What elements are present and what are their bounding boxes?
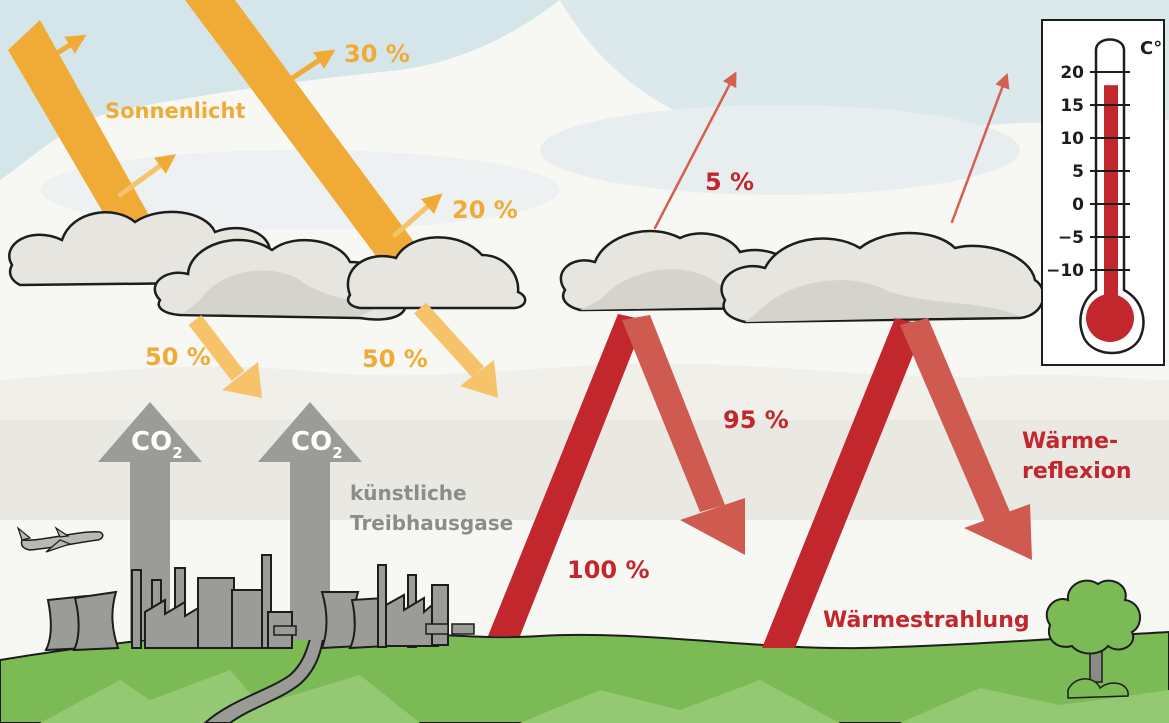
- sunlight-label: Sonnenlicht: [105, 99, 245, 123]
- thermometer-unit: C°: [1140, 38, 1162, 59]
- artificial-gases-label-1: künstliche: [350, 481, 467, 505]
- thermometer-tick-label: 5: [1072, 162, 1084, 182]
- truck-icon: [273, 623, 475, 636]
- cloud-shadow: [745, 280, 1020, 322]
- haze-cloud: [540, 105, 1020, 195]
- co2-label-right: CO2: [291, 427, 343, 462]
- tree-icon: [1045, 579, 1141, 699]
- thermometer-tick-label: 0: [1072, 195, 1084, 215]
- heat-reflection-down-right: [900, 318, 1010, 522]
- thermometer-tick-label: −5: [1058, 228, 1084, 248]
- escape-arrow-5: [653, 71, 737, 230]
- thermometer-tick-label: 10: [1060, 129, 1084, 149]
- thermometer-icon: [1041, 19, 1165, 366]
- airplane-icon: [16, 526, 104, 553]
- thermometer-tick-label: 20: [1060, 63, 1084, 83]
- factory-icon: [44, 554, 449, 652]
- co2-arrow-left: [98, 402, 202, 640]
- heat-reflection-label-1: Wärme-: [1022, 429, 1118, 454]
- reflection-arrow-30: [282, 49, 336, 86]
- absorbed-left-label: 50 %: [145, 343, 211, 371]
- arrow-head: [222, 362, 262, 398]
- thermometer-tick-label: −10: [1046, 261, 1084, 281]
- arrow-head: [680, 498, 745, 555]
- reflection-arrow-20: [392, 193, 443, 238]
- arrow-head: [460, 360, 498, 398]
- cloud-shadow: [182, 270, 380, 316]
- ground-100-label: 100 %: [567, 556, 650, 584]
- cloud-group-right: [559, 229, 1045, 324]
- reflection-30-label: 30 %: [344, 40, 410, 68]
- heat-radiation-up-left: [488, 314, 645, 636]
- back-95-label: 95 %: [723, 406, 789, 434]
- absorbed-right-label: 50 %: [362, 345, 428, 373]
- mercury-column: [1104, 85, 1118, 310]
- sunlight-absorbed-right: [414, 302, 484, 378]
- sky-haze: [0, 0, 560, 180]
- arrow-head: [964, 504, 1032, 560]
- heat-reflection-label-2: reflexion: [1022, 459, 1132, 484]
- sunlight-beam-right: [185, 0, 420, 268]
- reflection-arrow: [27, 34, 87, 73]
- heat-radiation-up-right: [762, 318, 925, 648]
- heat-radiation-label: Wärmestrahlung: [823, 608, 1030, 633]
- thermometer-tick-label: 15: [1060, 96, 1084, 116]
- escape-arrow: [950, 72, 1010, 224]
- cloud-group-left: [8, 210, 527, 321]
- heat-reflection-down-left: [622, 315, 725, 512]
- cloud: [346, 236, 527, 310]
- artificial-gases-label-2: Treibhausgase: [350, 511, 513, 535]
- co2-arrow-right: [258, 402, 362, 640]
- reflection-arrow: [117, 154, 177, 198]
- escape-5-label: 5 %: [705, 168, 754, 196]
- sunlight-absorbed-left: [188, 315, 245, 381]
- ground-highlight: [40, 670, 1169, 723]
- thermometer-scale: 20 15 10 5 0 −5 −10: [1046, 63, 1130, 281]
- co2-label-left: CO2: [131, 427, 183, 462]
- reflection-20-label: 20 %: [452, 196, 518, 224]
